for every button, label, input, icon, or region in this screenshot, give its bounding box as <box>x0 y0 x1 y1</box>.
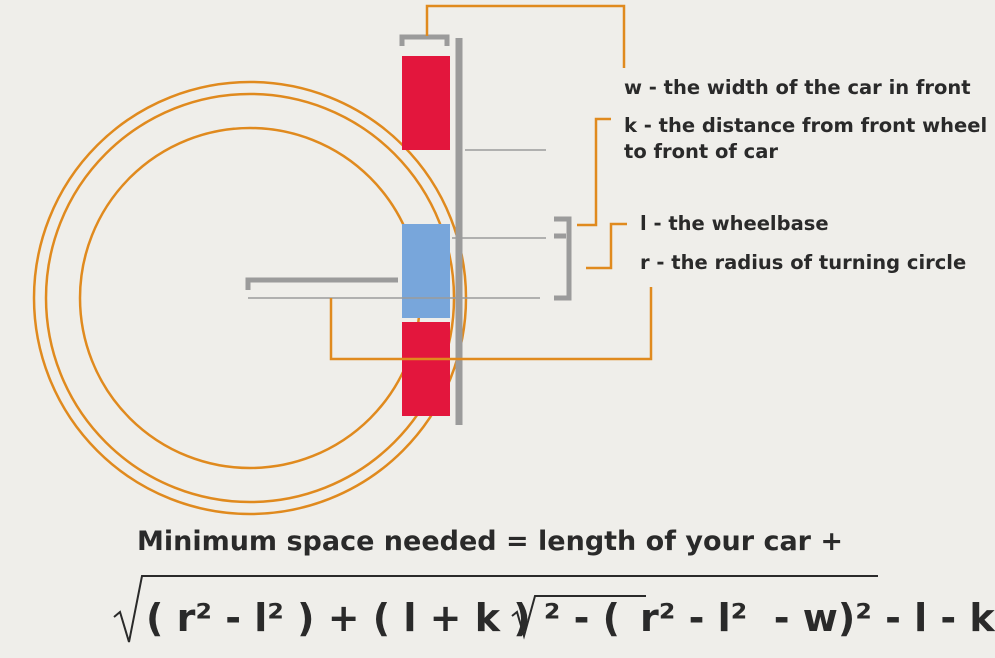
legend-r: r - the radius of turning circle <box>640 251 967 274</box>
legend-l: l - the wheelbase <box>640 212 829 235</box>
leader-w <box>425 4 626 68</box>
formula-part1: ( r² - l² ) + ( l + k ) ² - ( <box>146 596 621 640</box>
leader-l <box>586 222 627 270</box>
front-parked-car <box>402 56 450 150</box>
legend-k-line2: to front of car <box>624 140 779 163</box>
leader-r <box>329 287 653 361</box>
inner-radical <box>511 595 646 640</box>
legend-w: w - the width of the car in front <box>624 76 971 99</box>
leader-k <box>577 117 611 227</box>
front-car-bracket <box>399 34 450 46</box>
your-car <box>402 224 450 318</box>
formula-inner-root: r² - l² <box>640 596 748 640</box>
rear-parked-car <box>402 322 450 416</box>
formula-caption: Minimum space needed = length of your ca… <box>136 526 844 557</box>
wheelbase-bracket <box>554 216 572 301</box>
radius-bracket <box>245 277 398 290</box>
formula-part3: - w)² - l - k <box>747 596 995 640</box>
legend-k-line1: k - the distance from front wheel <box>624 114 988 137</box>
legend-k: k - the distance from front wheel to fro… <box>624 113 987 165</box>
outer-radical <box>113 575 878 643</box>
formula: ( r² - l² ) + ( l + k ) ² - ( r² - l² - w… <box>112 591 995 645</box>
